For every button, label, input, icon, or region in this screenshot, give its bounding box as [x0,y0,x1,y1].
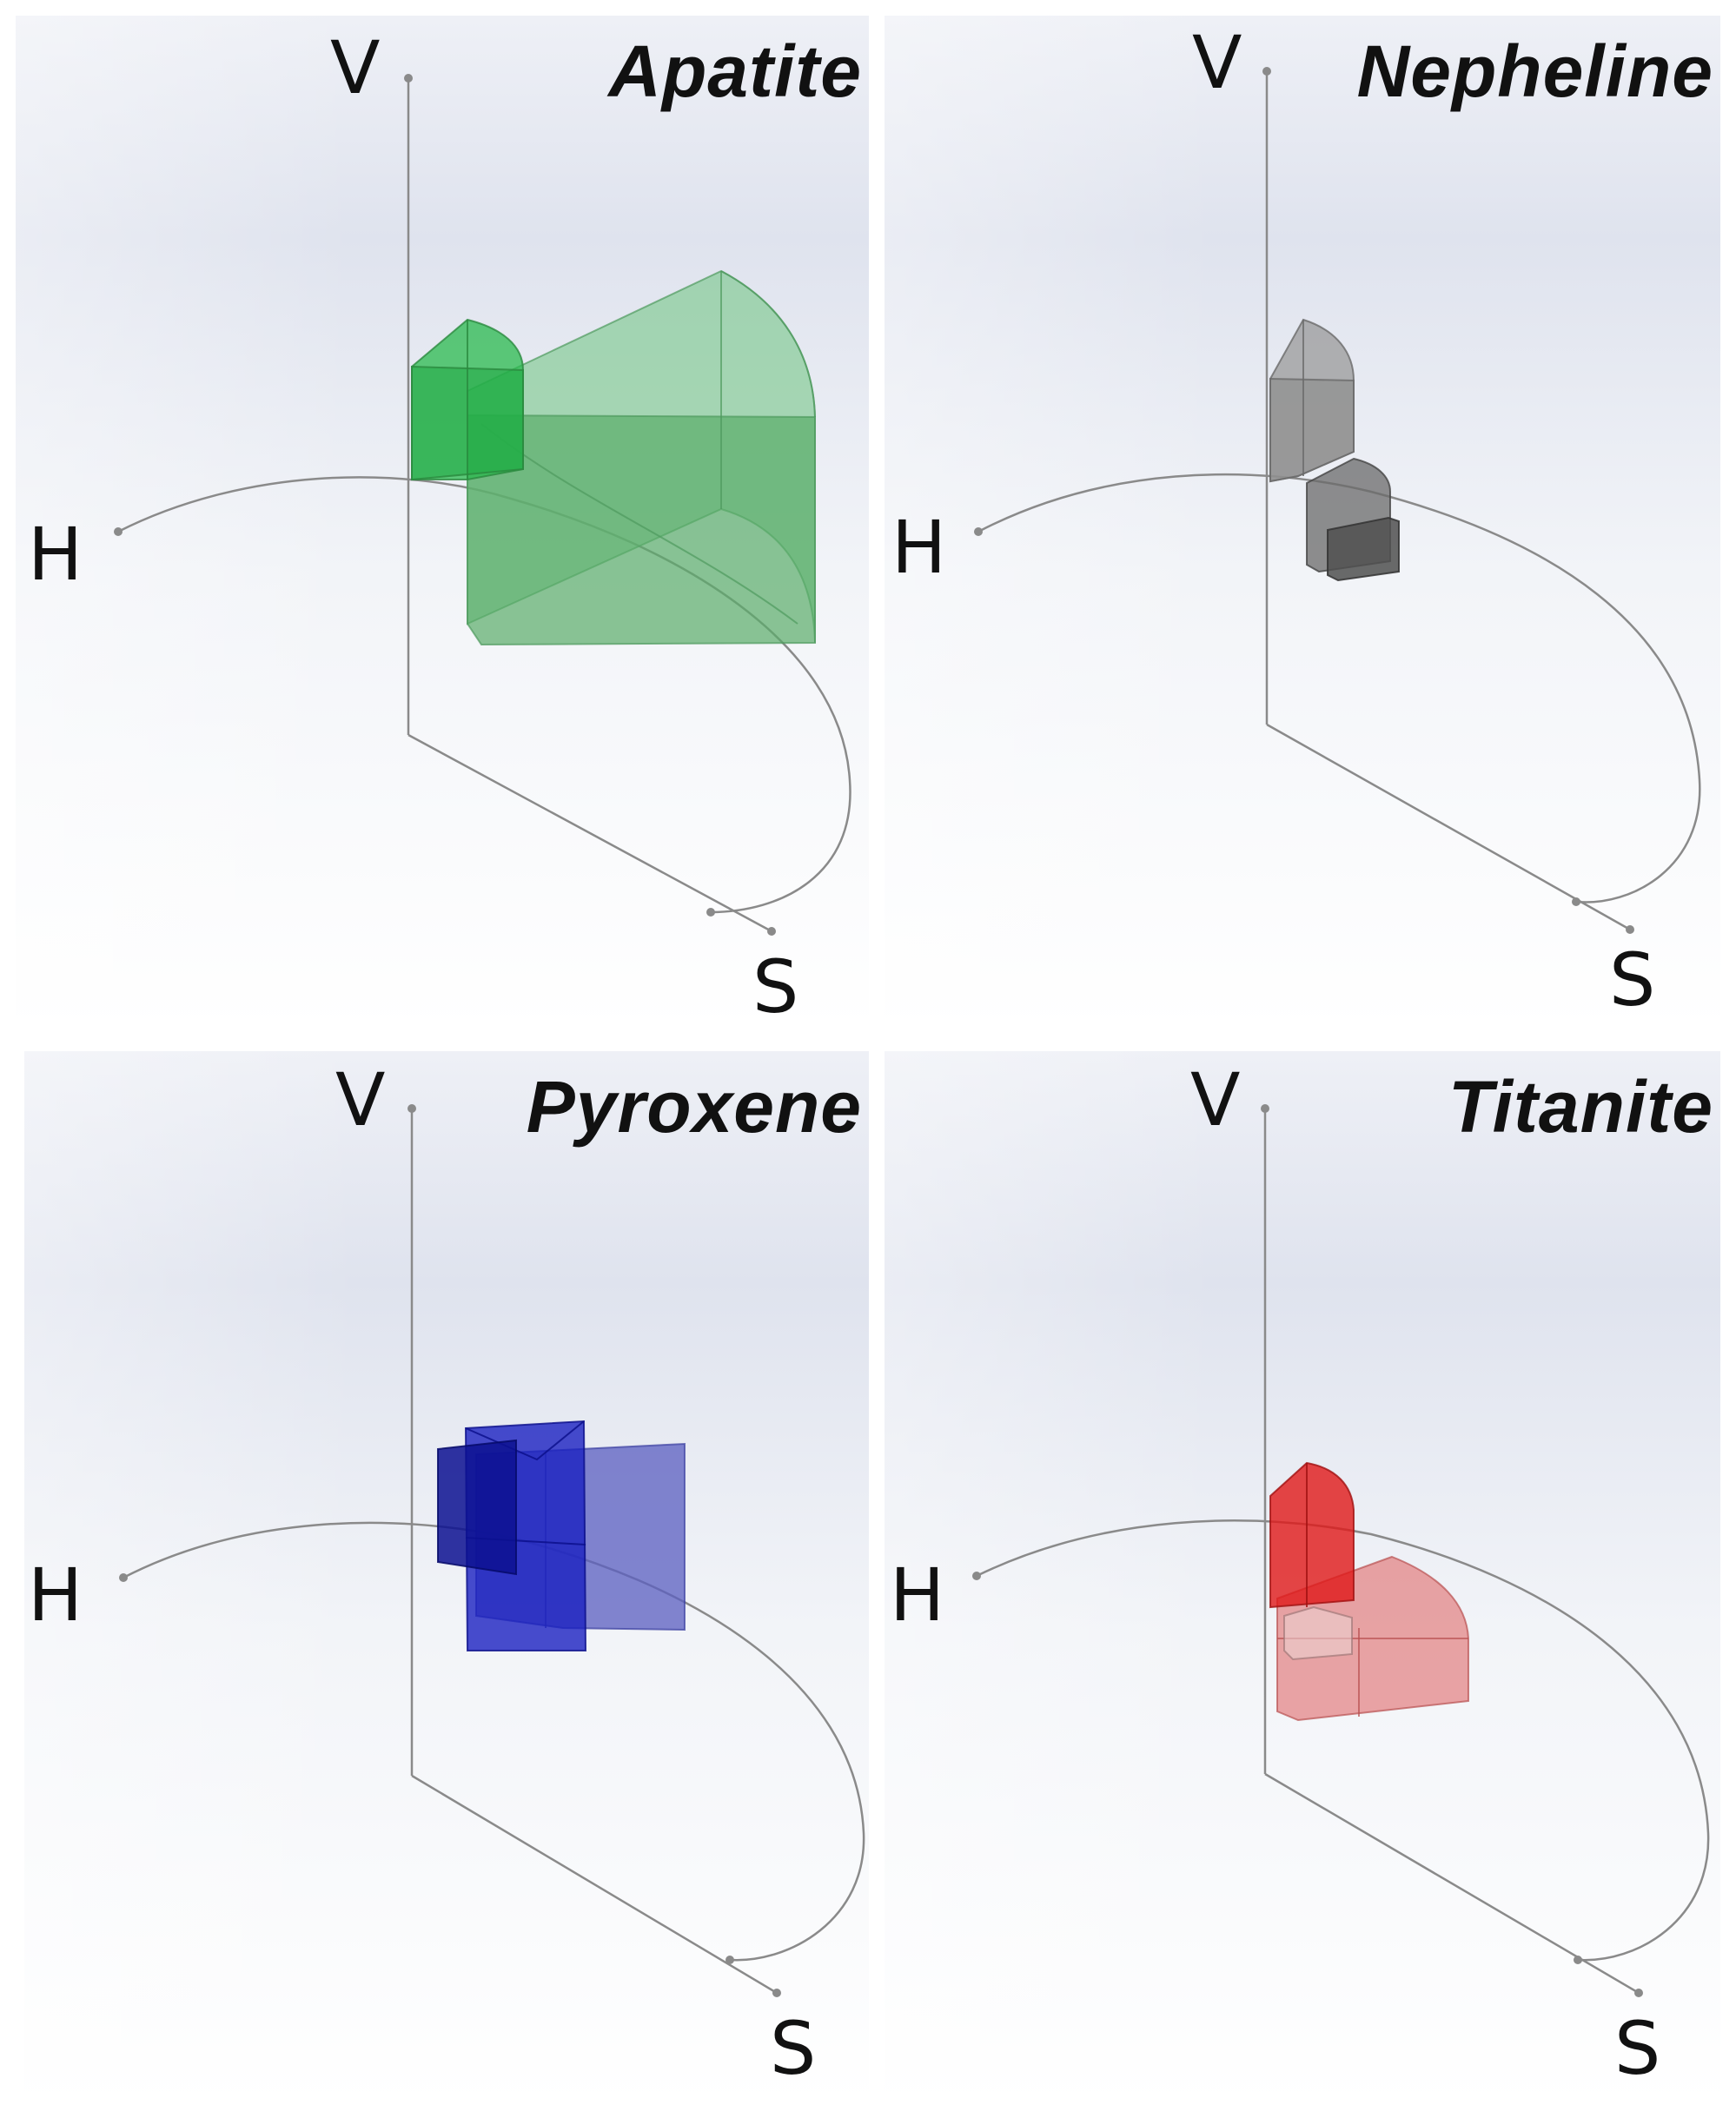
h-axis-end [974,527,983,536]
s-arc-end [726,1956,734,1964]
titanite-volume-pale [1283,1605,1353,1661]
v-axis-end [1262,67,1271,76]
h-axis-end [972,1572,981,1580]
s-axis-end [772,1989,781,1997]
v-axis-label: V [1192,20,1242,105]
h-axis-end [114,527,123,536]
s-axis [1266,723,1631,931]
hsv-diagram-pyroxene [24,1051,869,2102]
v-axis-label: V [1190,1057,1241,1142]
s-axis-end [1634,1989,1643,1997]
apatite-volume-large [467,269,816,646]
panel-pyroxene: V H S Pyroxene [24,1051,869,2102]
v-axis-end [1261,1104,1269,1113]
s-axis [407,733,772,933]
background-shade [885,16,1720,1029]
mineral-name: Apatite [608,30,862,112]
v-axis-end [407,1104,416,1113]
v-axis-end [404,74,413,83]
hsv-diagram-nepheline [885,16,1720,1029]
s-axis-label: S [1609,937,1656,1023]
h-arc [123,1521,865,1962]
s-arc-end [1574,1956,1582,1964]
nepheline-volume-upper [1269,318,1355,483]
mineral-name: Nepheline [1356,30,1713,112]
v-axis-label: V [335,1057,386,1142]
panel-nepheline: V H S Nepheline [885,16,1720,1029]
s-arc-end [1572,897,1580,906]
h-axis-label: H [28,1552,83,1638]
pyroxene-volume-left [437,1439,517,1576]
panel-titanite: V H S Titanite [885,1051,1720,2102]
s-arc-end [706,908,715,917]
nepheline-volume-lower [1327,516,1400,582]
h-axis-label: H [890,1552,945,1638]
v-axis-label: V [330,25,381,110]
s-axis-end [767,927,776,936]
s-axis-label: S [770,2006,817,2091]
background-shade [24,1051,869,2102]
s-axis-label: S [752,944,799,1029]
h-arc [976,1519,1710,1962]
hsv-diagram-apatite [16,16,869,1029]
h-arc [977,473,1701,903]
mineral-name: Pyroxene [526,1066,862,1148]
titanite-volume-upper [1269,1461,1355,1609]
s-axis-label: S [1614,2006,1661,2091]
h-axis-label: H [28,512,83,597]
mineral-name: Titanite [1448,1066,1713,1148]
h-axis-label: H [891,505,947,590]
panel-apatite: V H S Apatite [16,16,869,1029]
s-axis [411,1774,778,1995]
apatite-volume-small [411,318,524,481]
h-axis-end [119,1573,128,1582]
hsv-diagram-titanite [885,1051,1720,2102]
s-axis-end [1626,925,1634,934]
